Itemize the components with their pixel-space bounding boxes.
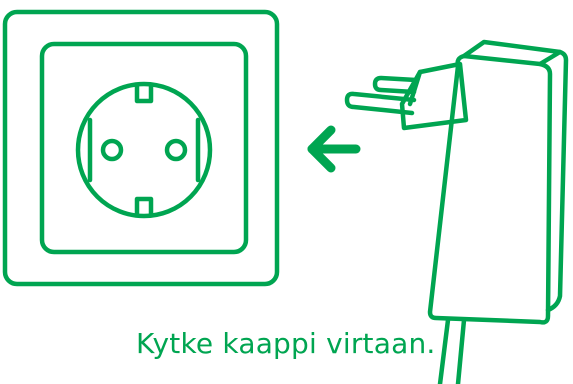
- socket-recess: [78, 84, 210, 216]
- socket-right-hole: [167, 141, 185, 159]
- wall-socket-icon: [5, 12, 277, 284]
- socket-outer-frame: [5, 12, 277, 284]
- adapter-body-front: [430, 56, 550, 322]
- socket-inner-plate: [42, 44, 246, 252]
- instruction-caption: Kytke kaappi virtaan.: [136, 326, 436, 362]
- socket-bottom-clip: [137, 199, 151, 215]
- arrow-left-icon: [312, 130, 356, 168]
- socket-top-clip: [137, 85, 151, 101]
- adapter-cable: [440, 320, 464, 384]
- socket-left-hole: [103, 141, 121, 159]
